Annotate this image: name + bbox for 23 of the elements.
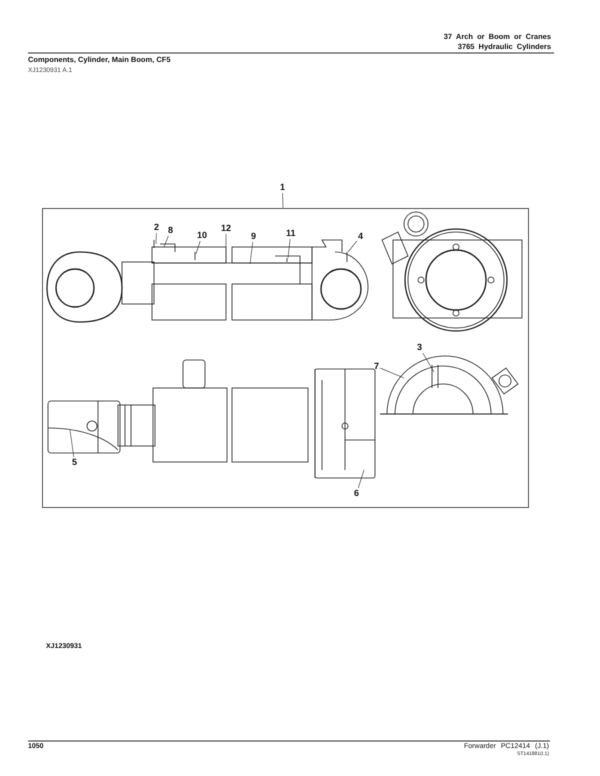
callout-number: 1 [280,183,286,192]
leader-line [380,368,404,378]
callout-number: 8 [168,226,174,235]
callout-number: 2 [154,223,160,232]
callout-number: 11 [286,229,296,238]
leader-line [196,240,201,254]
callout-number: 7 [374,362,380,371]
callout-number: 3 [417,343,422,352]
callout-number: 10 [197,231,208,240]
callout-number: 9 [251,232,256,241]
callout-number: 4 [358,232,364,241]
leader-line [70,430,74,458]
leader-line [250,242,254,264]
callout-number: 5 [72,458,78,467]
callout-number: 12 [221,224,232,233]
leader-line [348,240,358,252]
leader-line [422,352,434,372]
leader-line [156,232,157,244]
leader-line [288,238,290,258]
callout-number: 6 [354,489,360,498]
leader-line [282,192,284,208]
leader-line [164,236,169,248]
leader-line [358,470,364,488]
